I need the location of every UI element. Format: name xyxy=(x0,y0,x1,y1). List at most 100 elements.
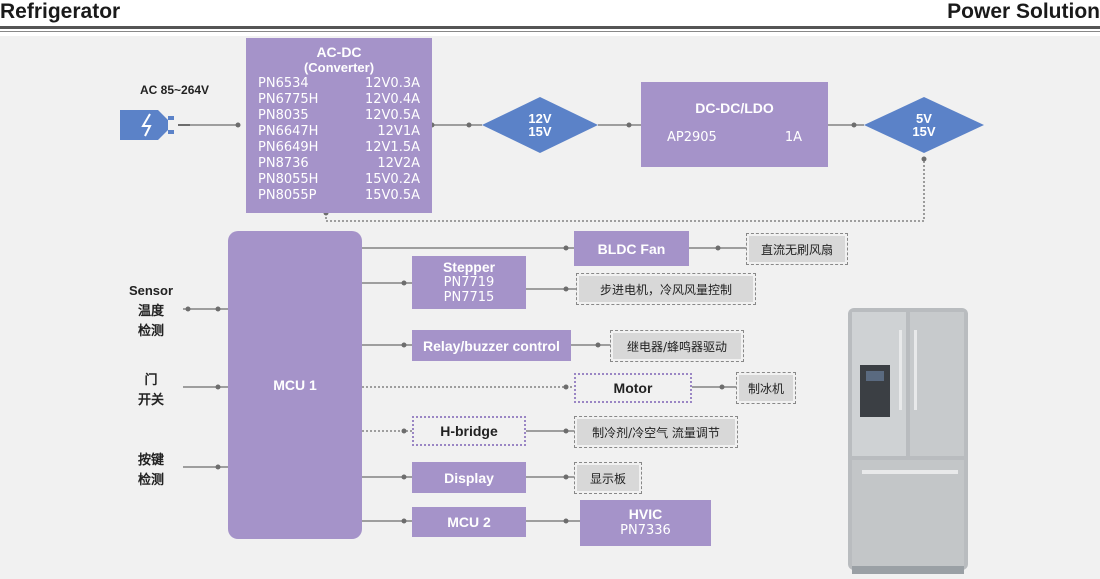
motor-block: Motor xyxy=(574,373,692,403)
rail2-diamond xyxy=(864,97,984,153)
rail2-label: 5V 15V xyxy=(894,112,954,138)
acdc-part-row: PN8736 12V2A xyxy=(258,156,420,172)
sensor-line3: 检测 xyxy=(137,323,164,338)
rail1-diamond xyxy=(482,97,598,153)
node-dot xyxy=(215,384,221,390)
door-input-label: 门 开关 xyxy=(118,370,184,410)
dcdc-row: AP2905 1A xyxy=(667,130,802,146)
display-label: Display xyxy=(444,469,494,486)
stepper-note: 步进电机，冷风风量控制 xyxy=(576,273,756,305)
plug-icon xyxy=(120,110,190,140)
dcdc-ldo-block: DC-DC/LDO AP2905 1A xyxy=(641,82,828,167)
node-dot xyxy=(715,245,721,251)
acdc-part-row: PN8035 12V0.5A xyxy=(258,108,420,124)
node-dot xyxy=(921,156,927,162)
header-rule xyxy=(0,26,1100,29)
page-title-left: Refrigerator xyxy=(0,0,121,23)
keys-line2: 检测 xyxy=(137,472,164,487)
stepper-part2: PN7715 xyxy=(443,290,495,305)
node-dot xyxy=(215,306,221,312)
node-dot xyxy=(401,280,407,286)
acdc-title: AC-DC xyxy=(316,44,362,60)
stepper-block: Stepper PN7719 PN7715 xyxy=(412,256,526,309)
bldc-note-text: 直流无刷风扇 xyxy=(749,236,845,262)
node-dot xyxy=(563,428,569,434)
hbridge-note: 制冷剂/冷空气 流量调节 xyxy=(574,416,738,448)
node-dot xyxy=(401,474,407,480)
acdc-part-number: PN8055P xyxy=(258,188,317,203)
acdc-part-number: PN8055H xyxy=(258,172,319,187)
acdc-part-number: PN6647H xyxy=(258,124,319,139)
acdc-converter-block: AC-DC (Converter) PN6534 12V0.3A PN6775H 12… xyxy=(246,38,432,213)
relay-buzzer-block: Relay/buzzer control xyxy=(412,330,571,361)
node-dot xyxy=(401,342,407,348)
stepper-note-text: 步进电机，冷风风量控制 xyxy=(579,276,753,302)
rail2-line1: 5V xyxy=(916,111,932,126)
acdc-part-spec: 12V1.5A xyxy=(364,140,420,155)
node-dot xyxy=(719,384,725,390)
node-dot xyxy=(563,245,569,251)
acdc-part-spec: 12V0.4A xyxy=(364,92,420,107)
acdc-part-row: PN6534 12V0.3A xyxy=(258,76,420,92)
mcu1-block: MCU 1 xyxy=(228,231,362,539)
bldc-note: 直流无刷风扇 xyxy=(746,233,848,265)
dcdc-part: AP2905 xyxy=(667,130,717,145)
motor-label: Motor xyxy=(613,380,653,396)
bldc-fan-block: BLDC Fan xyxy=(574,231,689,266)
acdc-part-spec: 15V0.5A xyxy=(364,188,420,203)
acdc-part-number: PN8035 xyxy=(258,108,309,123)
mcu2-label: MCU 2 xyxy=(447,514,491,530)
acdc-subtitle: (Converter) xyxy=(303,60,375,75)
sensor-input-label: Sensor 温度 检测 xyxy=(118,281,184,341)
acdc-part-row: PN6647H 12V1A xyxy=(258,124,420,140)
acdc-part-number: PN6775H xyxy=(258,92,319,107)
relay-label: Relay/buzzer control xyxy=(423,337,560,354)
node-dot xyxy=(563,384,569,390)
refrigerator-image xyxy=(848,308,968,574)
acdc-part-number: PN6649H xyxy=(258,140,319,155)
node-dot xyxy=(466,122,472,128)
acdc-part-spec: 12V2A xyxy=(377,156,420,171)
page-title-right: Power Solution xyxy=(947,0,1100,23)
node-dot xyxy=(215,464,221,470)
node-dot xyxy=(563,286,569,292)
display-note: 显示板 xyxy=(574,462,642,494)
node-dot xyxy=(185,306,191,312)
acdc-part-spec: 12V1A xyxy=(377,124,420,139)
hvic-title: HVIC xyxy=(628,506,663,522)
node-dot xyxy=(626,122,632,128)
mcu2-block: MCU 2 xyxy=(412,507,526,537)
header-rule-thin xyxy=(0,31,1100,32)
node-dot xyxy=(235,122,241,128)
node-dot xyxy=(563,518,569,524)
acdc-part-spec: 12V0.3A xyxy=(364,76,420,91)
acdc-part-spec: 12V0.5A xyxy=(364,108,420,123)
hbridge-block: H-bridge xyxy=(412,416,526,446)
stepper-part1: PN7719 xyxy=(443,275,495,290)
stepper-title: Stepper xyxy=(442,259,496,275)
rail1-line2: 15V xyxy=(528,124,552,139)
node-dot xyxy=(563,474,569,480)
acdc-parts-list: PN6534 12V0.3A PN6775H 12V0.4A PN8035 12V0.5A… xyxy=(258,76,420,204)
acdc-part-number: PN8736 xyxy=(258,156,309,171)
rail1-label: 12V 15V xyxy=(510,112,570,138)
acdc-part-row: PN6775H 12V0.4A xyxy=(258,92,420,108)
node-dot xyxy=(595,342,601,348)
hvic-part: PN7336 xyxy=(620,523,671,538)
sensor-line2: 温度 xyxy=(137,303,164,318)
motor-note-text: 制冰机 xyxy=(739,375,793,401)
sensor-line1: Sensor xyxy=(128,283,174,298)
door-line1: 门 xyxy=(144,372,158,387)
ac-input-label: AC 85~264V xyxy=(140,83,210,97)
mcu1-label: MCU 1 xyxy=(273,377,317,393)
keys-input-label: 按键 检测 xyxy=(118,450,184,490)
node-dot xyxy=(401,518,407,524)
hvic-block: HVIC PN7336 xyxy=(580,500,711,546)
rail1-line1: 12V xyxy=(528,111,552,126)
door-line2: 开关 xyxy=(137,392,164,407)
hbridge-note-text: 制冷剂/冷空气 流量调节 xyxy=(577,419,735,445)
dcdc-spec: 1A xyxy=(784,130,802,145)
acdc-part-number: PN6534 xyxy=(258,76,309,91)
